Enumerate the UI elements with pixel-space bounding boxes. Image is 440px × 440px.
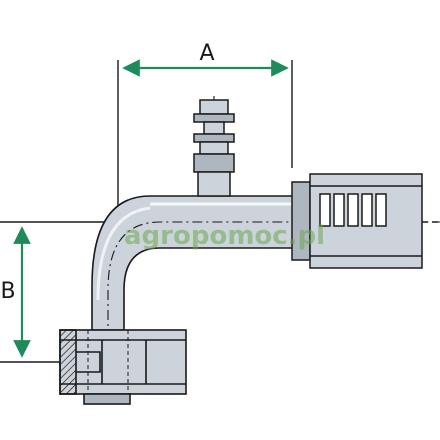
elbow-tube bbox=[91, 195, 301, 331]
watermark: agropomoc.pl bbox=[124, 221, 325, 251]
service-port bbox=[193, 96, 235, 197]
dimension-a-label: A bbox=[199, 41, 214, 66]
crimp-sleeve bbox=[291, 173, 440, 269]
watermark-text: agropomoc.pl bbox=[124, 221, 325, 251]
hidden-edges bbox=[87, 330, 129, 394]
swivel-nut bbox=[59, 329, 187, 405]
dimension-b: B bbox=[0, 226, 31, 358]
dimension-b-label: B bbox=[0, 279, 15, 304]
dimension-a: A bbox=[122, 41, 289, 77]
